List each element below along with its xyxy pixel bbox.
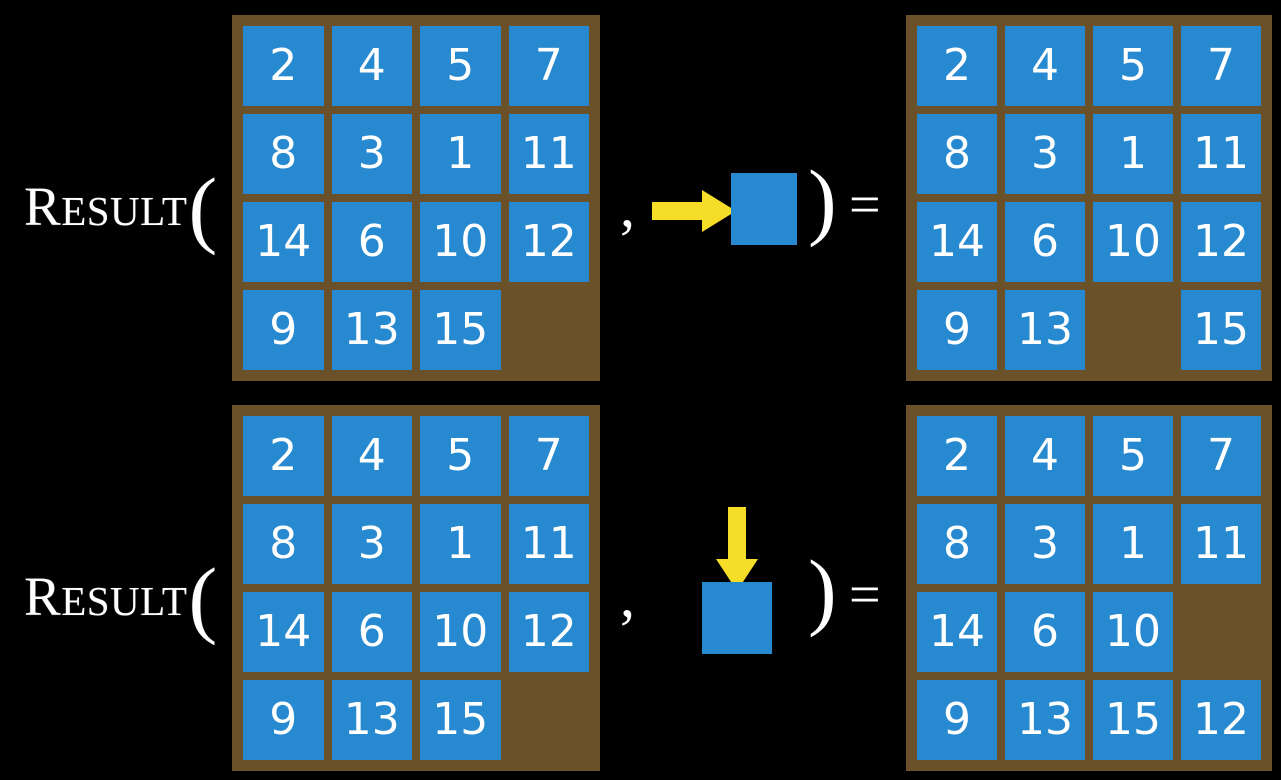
tile: 13	[1005, 680, 1085, 760]
tile: 14	[243, 592, 324, 672]
tile: 1	[1093, 504, 1173, 584]
tile: 13	[1005, 290, 1085, 370]
result-function-name-row-1: RESULT	[24, 569, 187, 624]
close-paren-row-1: )	[808, 542, 837, 638]
tile: 8	[243, 114, 324, 194]
open-paren-row-0: (	[188, 159, 218, 256]
blank-tile	[1093, 290, 1173, 370]
arrow-right-icon	[652, 190, 736, 232]
tile: 7	[1181, 416, 1261, 496]
tile: 10	[1093, 592, 1173, 672]
tile: 3	[1005, 114, 1085, 194]
equals-sign-row-0: =	[849, 174, 881, 236]
input-board-row-1: 2 4 5 7 8 3 1 11 14 6 10 12 9 13 15	[232, 405, 600, 771]
output-board-row-0: 2 4 5 7 8 3 1 11 14 6 10 12 9 13 15	[906, 15, 1272, 381]
blank-tile	[509, 290, 590, 370]
tile: 2	[243, 26, 324, 106]
tile: 2	[243, 416, 324, 496]
tile: 10	[420, 202, 501, 282]
tile: 8	[243, 504, 324, 584]
result-rest-row-1: ESULT	[61, 577, 188, 624]
tile: 7	[508, 26, 589, 106]
tile: 8	[917, 504, 997, 584]
tile: 14	[917, 202, 997, 282]
result-function-name-row-0: RESULT	[24, 179, 187, 234]
tile: 1	[420, 114, 501, 194]
tile: 13	[331, 680, 412, 760]
result-rest-row-0: ESULT	[61, 187, 188, 234]
tile: 4	[1005, 26, 1085, 106]
argument-separator-row-0: ,	[620, 173, 635, 239]
tile: 8	[917, 114, 997, 194]
tile: 14	[243, 202, 324, 282]
result-initial-row-1: R	[24, 565, 62, 627]
tile: 11	[1181, 114, 1261, 194]
blank-tile	[509, 680, 590, 760]
tile: 11	[508, 504, 589, 584]
tile: 1	[1093, 114, 1173, 194]
tile: 9	[917, 680, 997, 760]
tile: 6	[1005, 592, 1085, 672]
tile: 12	[508, 202, 589, 282]
equation-row-right-move: RESULT ( 2 4 5 7 8 3 1 11 14 6 10 12 9 1…	[24, 15, 1272, 381]
tile: 4	[331, 26, 412, 106]
tile: 14	[917, 592, 997, 672]
open-paren-row-1: (	[188, 549, 218, 646]
result-initial-row-0: R	[24, 175, 62, 237]
argument-separator-row-1: ,	[620, 563, 635, 629]
tile: 7	[508, 416, 589, 496]
arrow-down-icon	[716, 507, 758, 591]
tile: 9	[243, 290, 324, 370]
output-board-row-1: 2 4 5 7 8 3 1 11 14 6 10 9 13 15 12	[906, 405, 1272, 771]
tile: 13	[331, 290, 412, 370]
tile: 3	[331, 114, 412, 194]
tile: 2	[917, 416, 997, 496]
tile: 10	[1093, 202, 1173, 282]
close-paren-row-0: )	[808, 152, 837, 248]
tile: 12	[508, 592, 589, 672]
tile: 15	[420, 680, 501, 760]
tile: 9	[917, 290, 997, 370]
tile: 5	[420, 26, 501, 106]
tile: 15	[1181, 290, 1261, 370]
tile: 5	[1093, 416, 1173, 496]
equation-row-down-move: RESULT ( 2 4 5 7 8 3 1 11 14 6 10 12 9 1…	[0, 390, 1281, 780]
tile: 15	[420, 290, 501, 370]
tile: 6	[331, 592, 412, 672]
move-blank-square-row-1	[702, 582, 772, 654]
tile: 3	[331, 504, 412, 584]
tile: 11	[1181, 504, 1261, 584]
tile: 6	[331, 202, 412, 282]
result-function-label-row-1: RESULT (	[24, 549, 218, 646]
result-function-label-row-0: RESULT (	[24, 159, 218, 256]
tile: 9	[243, 680, 324, 760]
tile: 1	[420, 504, 501, 584]
tile: 10	[420, 592, 501, 672]
move-blank-square-row-0	[731, 173, 797, 245]
tile: 4	[1005, 416, 1085, 496]
tile: 15	[1093, 680, 1173, 760]
tile: 2	[917, 26, 997, 106]
tile: 3	[1005, 504, 1085, 584]
tile: 12	[1181, 680, 1261, 760]
tile: 5	[420, 416, 501, 496]
tile: 6	[1005, 202, 1085, 282]
tile: 5	[1093, 26, 1173, 106]
tile: 11	[508, 114, 589, 194]
equals-sign-row-1: =	[849, 564, 881, 626]
tile: 7	[1181, 26, 1261, 106]
tile: 12	[1181, 202, 1261, 282]
tile: 4	[331, 416, 412, 496]
blank-tile	[1181, 592, 1261, 672]
input-board-row-0: 2 4 5 7 8 3 1 11 14 6 10 12 9 13 15	[232, 15, 600, 381]
